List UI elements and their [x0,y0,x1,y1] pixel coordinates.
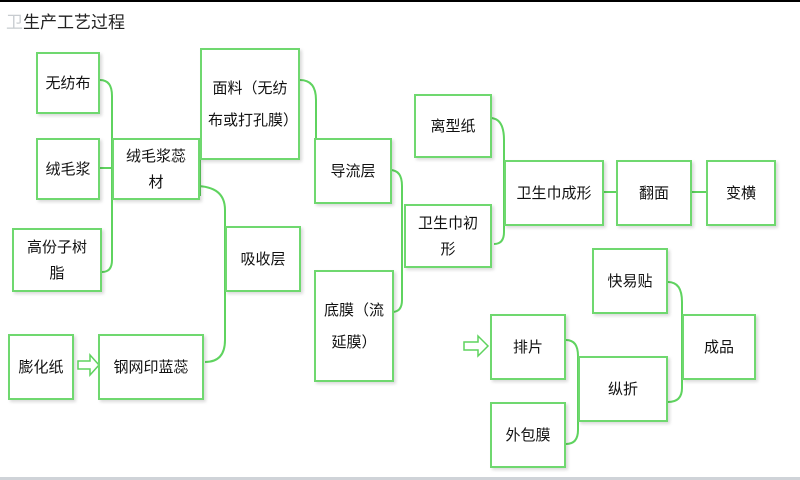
node-rongmaojiangxincai: 绒毛浆蕊材 [112,138,200,200]
node-weishengjinchuxing: 卫生巾初形 [404,204,492,268]
title-main: 生产工艺过程 [23,13,125,33]
node-dimo: 底膜（流延膜） [314,270,394,382]
node-zongzhe: 纵折 [578,356,668,422]
node-bianheng: 变横 [706,160,776,226]
connector-daoliuceng [389,169,403,313]
title-prefix: 卫 [6,13,23,33]
top-border [0,0,800,2]
node-xishouceng: 吸收层 [225,226,301,292]
diagram-title: 卫生产工艺过程 [6,8,125,33]
node-paipian: 排片 [490,314,566,380]
node-penghuazhi: 膨化纸 [8,334,74,400]
arrow-to-paipian [463,334,490,358]
node-daoliuceng: 导流层 [314,138,392,204]
connector-lixingzhi [489,117,505,245]
node-wufangbu: 无纺布 [36,52,100,114]
arrow-to-gangwang [77,353,101,377]
node-lixingzhi: 离型纸 [414,94,492,158]
connector-mianliao [299,79,317,150]
node-weishengjinchengxing: 卫生巾成形 [504,160,604,226]
node-rongmaojiang: 绒毛浆 [36,138,100,200]
node-fanmian: 翻面 [616,160,692,226]
node-waibaomo: 外包膜 [490,402,566,468]
node-gaofenzishuzhi: 高份子树脂 [12,228,102,292]
bottom-border [0,477,800,480]
connector-paipian [565,339,579,445]
node-kuaiyitie: 快易贴 [592,248,668,314]
node-chengpin: 成品 [682,314,756,380]
node-mianliao: 面料（无纺布或打孔膜） [200,48,300,160]
connector-kuaiyitie [667,281,683,403]
node-gangwangyinlanxin: 钢网印蓝蕊 [98,334,204,400]
